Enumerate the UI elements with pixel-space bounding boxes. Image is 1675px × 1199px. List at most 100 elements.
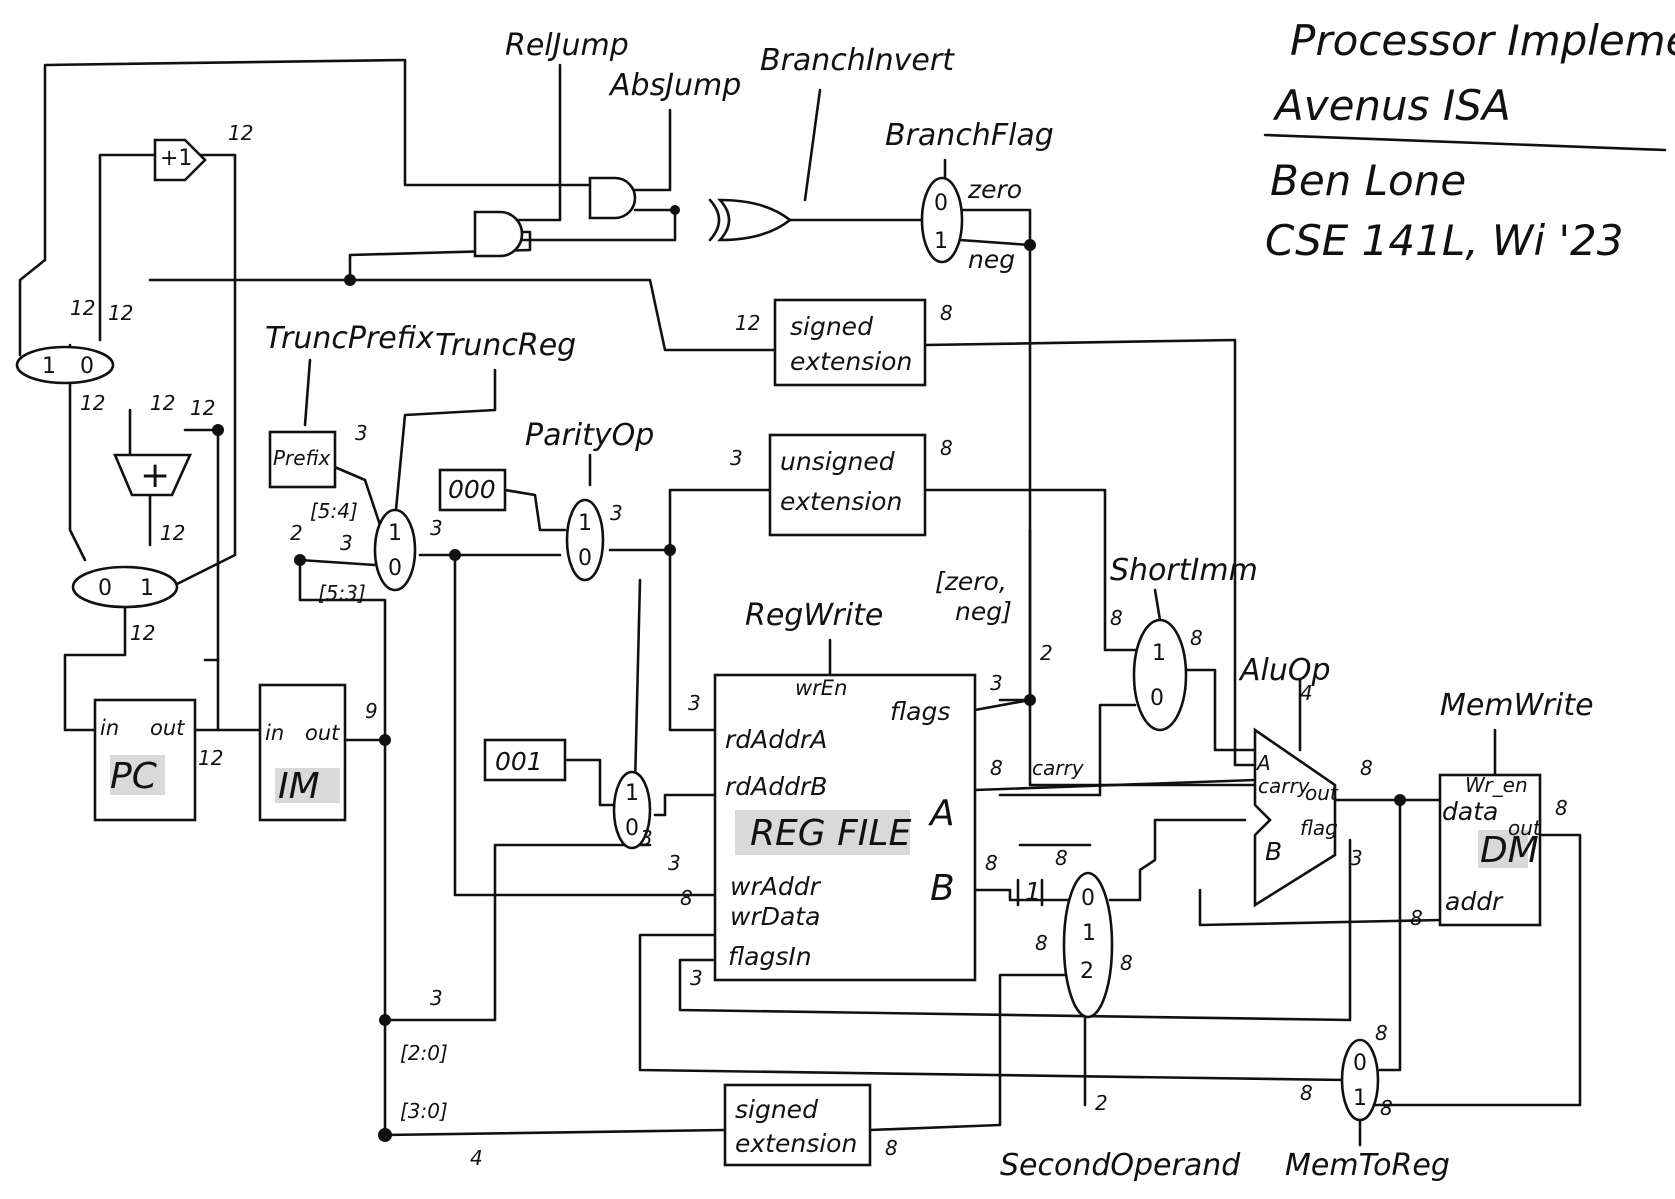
- bus-width-label: 8: [1190, 626, 1203, 650]
- bus-width-label: 8: [1300, 1081, 1313, 1105]
- const-one-bars: [1016, 878, 1044, 907]
- wire-prefix-to-mux: [328, 463, 387, 542]
- junction-dot: [664, 544, 676, 556]
- label-branchinvert: BranchInvert: [760, 43, 955, 78]
- const-000: [438, 468, 507, 512]
- mux-input-label: 0: [1353, 1051, 1367, 1076]
- im-in-port: in: [265, 721, 284, 745]
- const-001-label: 001: [495, 747, 543, 776]
- wire-truncreg-signal: [393, 368, 497, 522]
- signed-extension-top: [773, 298, 927, 387]
- bus-width-label: 8: [1375, 1021, 1388, 1045]
- wire-carry: [1028, 528, 1262, 787]
- annot-bits-2-0: [2:0]: [400, 1041, 448, 1065]
- junction-dot: [670, 205, 680, 215]
- pc-source-mux: [15, 345, 115, 385]
- bus-width-label: 8: [1380, 1096, 1393, 1120]
- alu: [1253, 727, 1337, 908]
- annot-neg: neg: [968, 245, 1015, 274]
- annot-bits-5-4: [5:4]: [310, 499, 358, 523]
- bus-width-label: 8: [1120, 951, 1133, 975]
- mux-input-label: 1: [625, 781, 639, 806]
- bus-width-label: 12: [190, 396, 215, 420]
- wire-mux001-out: [653, 793, 727, 817]
- wire-reljump-loop: [18, 58, 592, 357]
- bus-width-label: 3: [610, 501, 623, 525]
- plus-one-label: +1: [160, 146, 192, 171]
- wire-dm-out: [1373, 833, 1582, 1107]
- label-absjump: AbsJump: [608, 68, 741, 103]
- bus-width-label: 2: [290, 521, 303, 545]
- mem-to-reg-mux: [1340, 1038, 1380, 1122]
- mux-input-label: 1: [578, 511, 592, 536]
- mux-input-label: 0: [1081, 886, 1095, 911]
- label-shortimm: ShortImm: [1110, 553, 1258, 588]
- bus-width-label: 8: [1110, 606, 1123, 630]
- wire-001-to-mux: [563, 758, 622, 807]
- regfile-rdaddrb-port: rdAddrB: [725, 772, 827, 801]
- mux-input-label: 0: [578, 546, 592, 571]
- bus-width-label: 9: [365, 699, 378, 723]
- bus-width-label: 12: [70, 296, 95, 320]
- bus-width-label: 12: [160, 521, 185, 545]
- control-labels: RelJump AbsJump BranchInvert BranchFlag …: [265, 28, 1594, 1183]
- sext-bottom-line1: signed: [735, 1095, 818, 1124]
- mux-input-label: 1: [140, 576, 154, 601]
- label-truncreg: TruncReg: [435, 328, 576, 363]
- dm-label: DM: [1480, 830, 1539, 871]
- dm-data-port: data: [1442, 797, 1498, 826]
- regfile-label: REG FILE: [750, 813, 911, 854]
- title-line-3: Ben Lone: [1270, 156, 1466, 205]
- wire-top-bus-12: [148, 278, 777, 352]
- bus-width-label: 12: [228, 121, 253, 145]
- branch-flag-mux: [920, 176, 964, 264]
- regfile-b-port: B: [930, 868, 955, 909]
- wire-instr-to-trunc: [298, 558, 387, 742]
- annot-flags-bracket-2: neg]: [955, 597, 1012, 626]
- regfile-a-port: A: [928, 793, 955, 834]
- const-one-label: 1: [1025, 877, 1041, 906]
- wire-zero-flag: [958, 208, 1032, 247]
- annot-carry: carry: [1032, 756, 1085, 780]
- title-underline: [1263, 133, 1667, 152]
- label-aluop: AluOp: [1238, 653, 1331, 688]
- logic-gates: [473, 176, 793, 258]
- wire-and1-to-or: [348, 230, 532, 282]
- junction-dot: [1394, 794, 1406, 806]
- bus-width-label: 3: [340, 531, 353, 555]
- dm-highlight: [1478, 830, 1528, 868]
- bus-width-label: 8: [985, 851, 998, 875]
- pc-select-mux: [71, 565, 179, 609]
- wire-adder-in-right: [183, 428, 220, 662]
- and-gate-reljump: [473, 210, 524, 258]
- annotations: zero neg carry [zero, neg] [5:4] [5:3] […: [310, 175, 1085, 1123]
- bus-width-label: 12: [150, 391, 175, 415]
- bus-width-label: 2: [1040, 641, 1053, 665]
- annot-zero: zero: [967, 175, 1022, 204]
- bus-width-label: 3: [430, 516, 443, 540]
- bus-width-label: 3: [1350, 846, 1363, 870]
- mux-input-label: 1: [42, 354, 56, 379]
- wire-reljump-signal: [508, 63, 562, 222]
- second-operand-mux: [1062, 871, 1114, 1019]
- bus-width-label: 8: [1035, 931, 1048, 955]
- xor-gate-branchinvert: [717, 198, 793, 242]
- mux-input-label: 1: [1353, 1086, 1367, 1111]
- bus-width-label: 3: [690, 966, 703, 990]
- label-memtoreg: MemToReg: [1285, 1148, 1450, 1183]
- mux-input-label: 0: [98, 576, 112, 601]
- mux-input-label: 1: [1152, 641, 1166, 666]
- dm-out-port: out: [1508, 816, 1542, 840]
- wire-regfile-flags: [973, 698, 1032, 712]
- prefix-label: Prefix: [273, 446, 331, 470]
- rdaddrb-mux: [612, 770, 652, 850]
- bus-width-label: 12: [130, 621, 155, 645]
- bus-width-label: 3: [355, 421, 368, 445]
- pc-in-port: in: [100, 716, 119, 740]
- alu-out-port: out: [1305, 781, 1339, 805]
- label-memwrite: MemWrite: [1440, 688, 1594, 723]
- junction-dot: [294, 554, 306, 566]
- junction-dot: [1024, 239, 1036, 251]
- wire-memtoreg-out: [638, 933, 1347, 1082]
- bus-width-label: 2: [1095, 1091, 1108, 1115]
